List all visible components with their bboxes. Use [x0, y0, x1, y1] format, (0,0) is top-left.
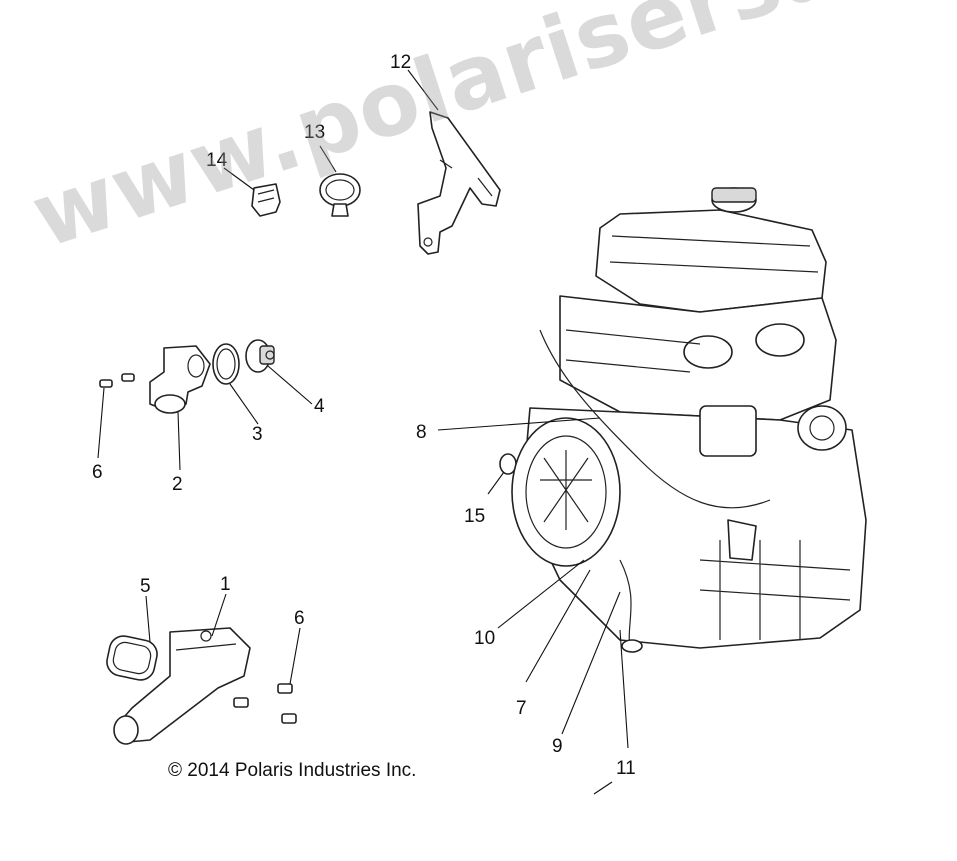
callout-6-upper: 6	[92, 462, 103, 483]
callout-9: 9	[552, 736, 563, 757]
part-5-gasket	[106, 635, 158, 681]
leader-6b	[289, 627, 301, 685]
callout-15: 15	[464, 506, 485, 527]
callout-7: 7	[516, 698, 527, 719]
leader-12	[407, 69, 439, 111]
leader-6a	[97, 387, 105, 459]
part-6-screws-upper	[99, 373, 135, 388]
callout-12: 12	[390, 52, 411, 73]
callout-13: 13	[304, 122, 325, 143]
leader-11	[619, 629, 629, 749]
callout-2: 2	[172, 474, 183, 495]
part-13-hose-clamp	[319, 173, 361, 217]
leader-10	[497, 559, 585, 629]
callout-1: 1	[220, 574, 231, 595]
leader-7	[525, 569, 591, 683]
callout-6-lower: 6	[294, 608, 305, 629]
callout-11: 11	[616, 758, 636, 779]
callout-5: 5	[140, 576, 151, 597]
callout-10: 10	[474, 628, 495, 649]
leader-1	[211, 593, 227, 637]
part-6-bolts-lower	[233, 683, 297, 724]
part-1-water-outlet	[113, 627, 251, 745]
leader-14	[223, 167, 255, 191]
callout-4: 4	[314, 396, 325, 417]
leader-13	[319, 145, 337, 173]
part-3-o-ring	[212, 343, 240, 385]
engine-assembly	[511, 187, 867, 653]
part-4-thermostat	[245, 339, 275, 373]
leader-9	[561, 591, 621, 735]
copyright-notice: © 2014 Polaris Industries Inc.	[168, 760, 417, 781]
callout-3: 3	[252, 424, 263, 445]
leader-5	[145, 595, 151, 643]
leader-8	[437, 417, 601, 431]
callout-14: 14	[206, 150, 228, 171]
callout-numbers: 12 13 14 4 3 2 6 8 15 5 1 6 10 7 9 11	[92, 52, 636, 779]
leader-15	[487, 471, 505, 495]
leader-11-tail	[593, 781, 613, 795]
leader-4	[267, 365, 313, 405]
leader-3	[229, 383, 259, 425]
part-14-clip	[251, 183, 281, 217]
callout-8: 8	[416, 422, 427, 443]
part-12-bracket	[417, 111, 501, 255]
part-2-thermostat-housing	[149, 345, 211, 414]
leader-lines	[97, 69, 629, 795]
leader-2	[177, 411, 181, 471]
